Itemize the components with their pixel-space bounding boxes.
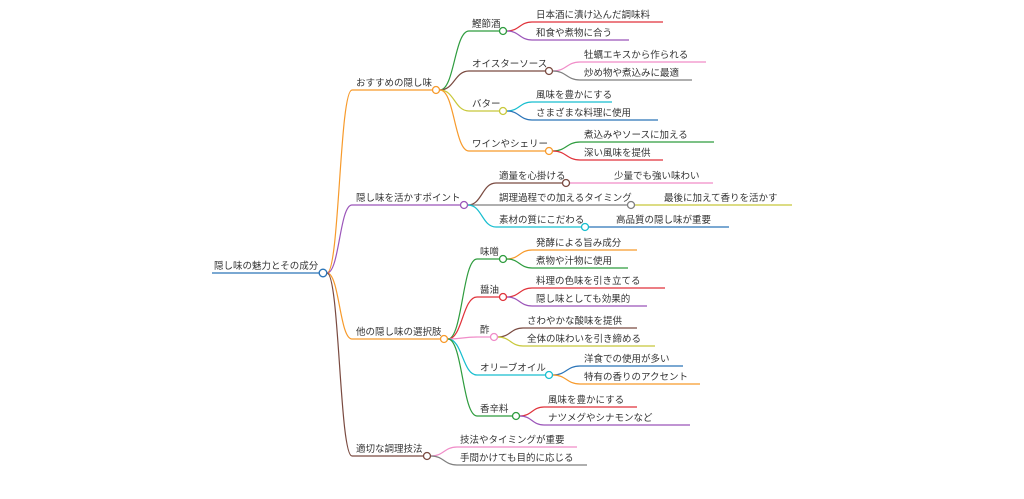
leaf-connector [552,374,581,385]
child-collapse-toggle[interactable] [489,332,499,342]
child-connector [439,89,470,112]
branch-connector [326,89,353,274]
child-label: ワインやシェリー [472,139,548,150]
child-collapse-toggle[interactable] [580,222,590,232]
child-label: 酢 [480,324,490,336]
child-collapse-toggle[interactable] [511,411,521,421]
leaf-label: 隠し味としても効果的 [536,293,630,305]
child-label: 調理過程での加えるタイミング [499,192,632,204]
leaf-label: 和食や煮物に合う [536,27,612,39]
leaf-label: 洋食での使用が多い [584,353,670,365]
leaf-label: 牡蠣エキスから作られる [584,49,688,61]
child-label: オリーブオイル [480,362,546,374]
leaf-connector [519,415,545,426]
branch-label: 適切な調理技法 [356,443,423,455]
child-label: バター [472,99,501,110]
leaf-label: 発酵による旨み成分 [536,237,622,249]
leaf-label: 炒め物や煮込みに最適 [584,67,680,79]
child-label: 適量を心掛ける [499,170,566,182]
leaf-connector [552,365,581,376]
leaf-connector [506,287,533,298]
root-label: 隠し味の魅力とその成分 [214,260,319,272]
leaf-label: 特有の香りのアクセント [584,371,688,383]
leaf-label: 煮物や汁物に使用 [536,255,612,267]
branch-collapse-toggle[interactable] [422,451,432,461]
child-connector [439,70,470,91]
child-connector [447,338,478,417]
child-label: 素材の質にこだわる [499,214,584,226]
child-collapse-toggle[interactable] [498,106,508,116]
leaf-label: 風味を豊かにする [548,394,624,406]
leaf-label: さわやかな酸味を提供 [527,315,623,327]
child-label: 味噌 [480,246,499,258]
child-collapse-toggle[interactable] [544,66,554,76]
leaf-label: 少量でも強い味わい [614,170,700,182]
root-collapse-toggle[interactable] [318,268,328,278]
child-collapse-toggle[interactable] [498,254,508,264]
leaf-label: さまざまな料理に使用 [536,107,631,119]
leaf-connector [506,258,533,269]
leaf-label: 深い風味を提供 [584,147,651,159]
leaf-label: 煮込みやソースに加える [584,129,688,141]
leaf-label: 高品質の隠し味が重要 [616,214,711,226]
child-collapse-toggle[interactable] [544,146,554,156]
leaf-connector [552,141,581,152]
leaf-connector [506,21,533,32]
child-label: オイスターソース [472,59,547,70]
leaf-connector [506,110,533,121]
child-label: 手間かけても目的に応じる [460,452,574,464]
leaf-label: ナツメグやシナモンなど [548,412,653,424]
child-connector [467,204,497,228]
leaf-label: 料理の色味を引き立てる [536,275,641,287]
leaf-connector [506,101,533,112]
leaf-label: 風味を豊かにする [536,89,612,101]
mindmap-edges [212,21,792,466]
child-connector [447,336,478,340]
child-label: 香辛料 [480,403,509,415]
child-connector [430,446,458,457]
child-connector [430,455,458,466]
leaf-connector [519,406,545,417]
child-connector [467,182,497,206]
child-connector [447,296,478,340]
leaf-label: 日本酒に漬け込んだ調味料 [536,9,651,21]
leaf-connector [552,61,581,72]
child-connector [439,89,470,152]
branch-collapse-toggle[interactable] [459,200,469,210]
branch-label: おすすめの隠し味 [356,77,433,89]
branch-connector [326,272,353,340]
branch-connector [326,204,353,274]
mindmap-nodes: 隠し味の魅力とその成分 おすすめの隠し味 鰹節酒 日本酒に漬け込んだ調味料和食や煮物に… [214,9,778,464]
leaf-connector [497,336,524,347]
child-collapse-toggle[interactable] [498,26,508,36]
leaf-connector [552,150,581,161]
child-connector [439,30,470,91]
child-collapse-toggle[interactable] [626,200,636,210]
leaf-connector [506,30,533,41]
branch-label: 他の隠し味の選択肢 [356,326,442,338]
leaf-label: 全体の味わいを引き締める [527,333,641,345]
child-connector [447,258,478,340]
child-collapse-toggle[interactable] [544,370,554,380]
branch-label: 隠し味を活かすポイント [356,192,461,204]
leaf-connector [506,249,533,260]
branch-collapse-toggle[interactable] [439,334,449,344]
leaf-connector [506,296,533,307]
leaf-connector [552,70,581,81]
branch-connector [326,272,353,457]
branch-collapse-toggle[interactable] [431,85,441,95]
child-label: 技法やタイミングが重要 [460,434,565,446]
child-label: 鰹節酒 [472,18,501,30]
child-label: 醤油 [480,284,499,296]
child-collapse-toggle[interactable] [498,292,508,302]
leaf-connector [497,327,524,338]
leaf-label: 最後に加えて香りを活かす [664,192,778,204]
child-collapse-toggle[interactable] [561,178,571,188]
child-connector [447,338,478,376]
